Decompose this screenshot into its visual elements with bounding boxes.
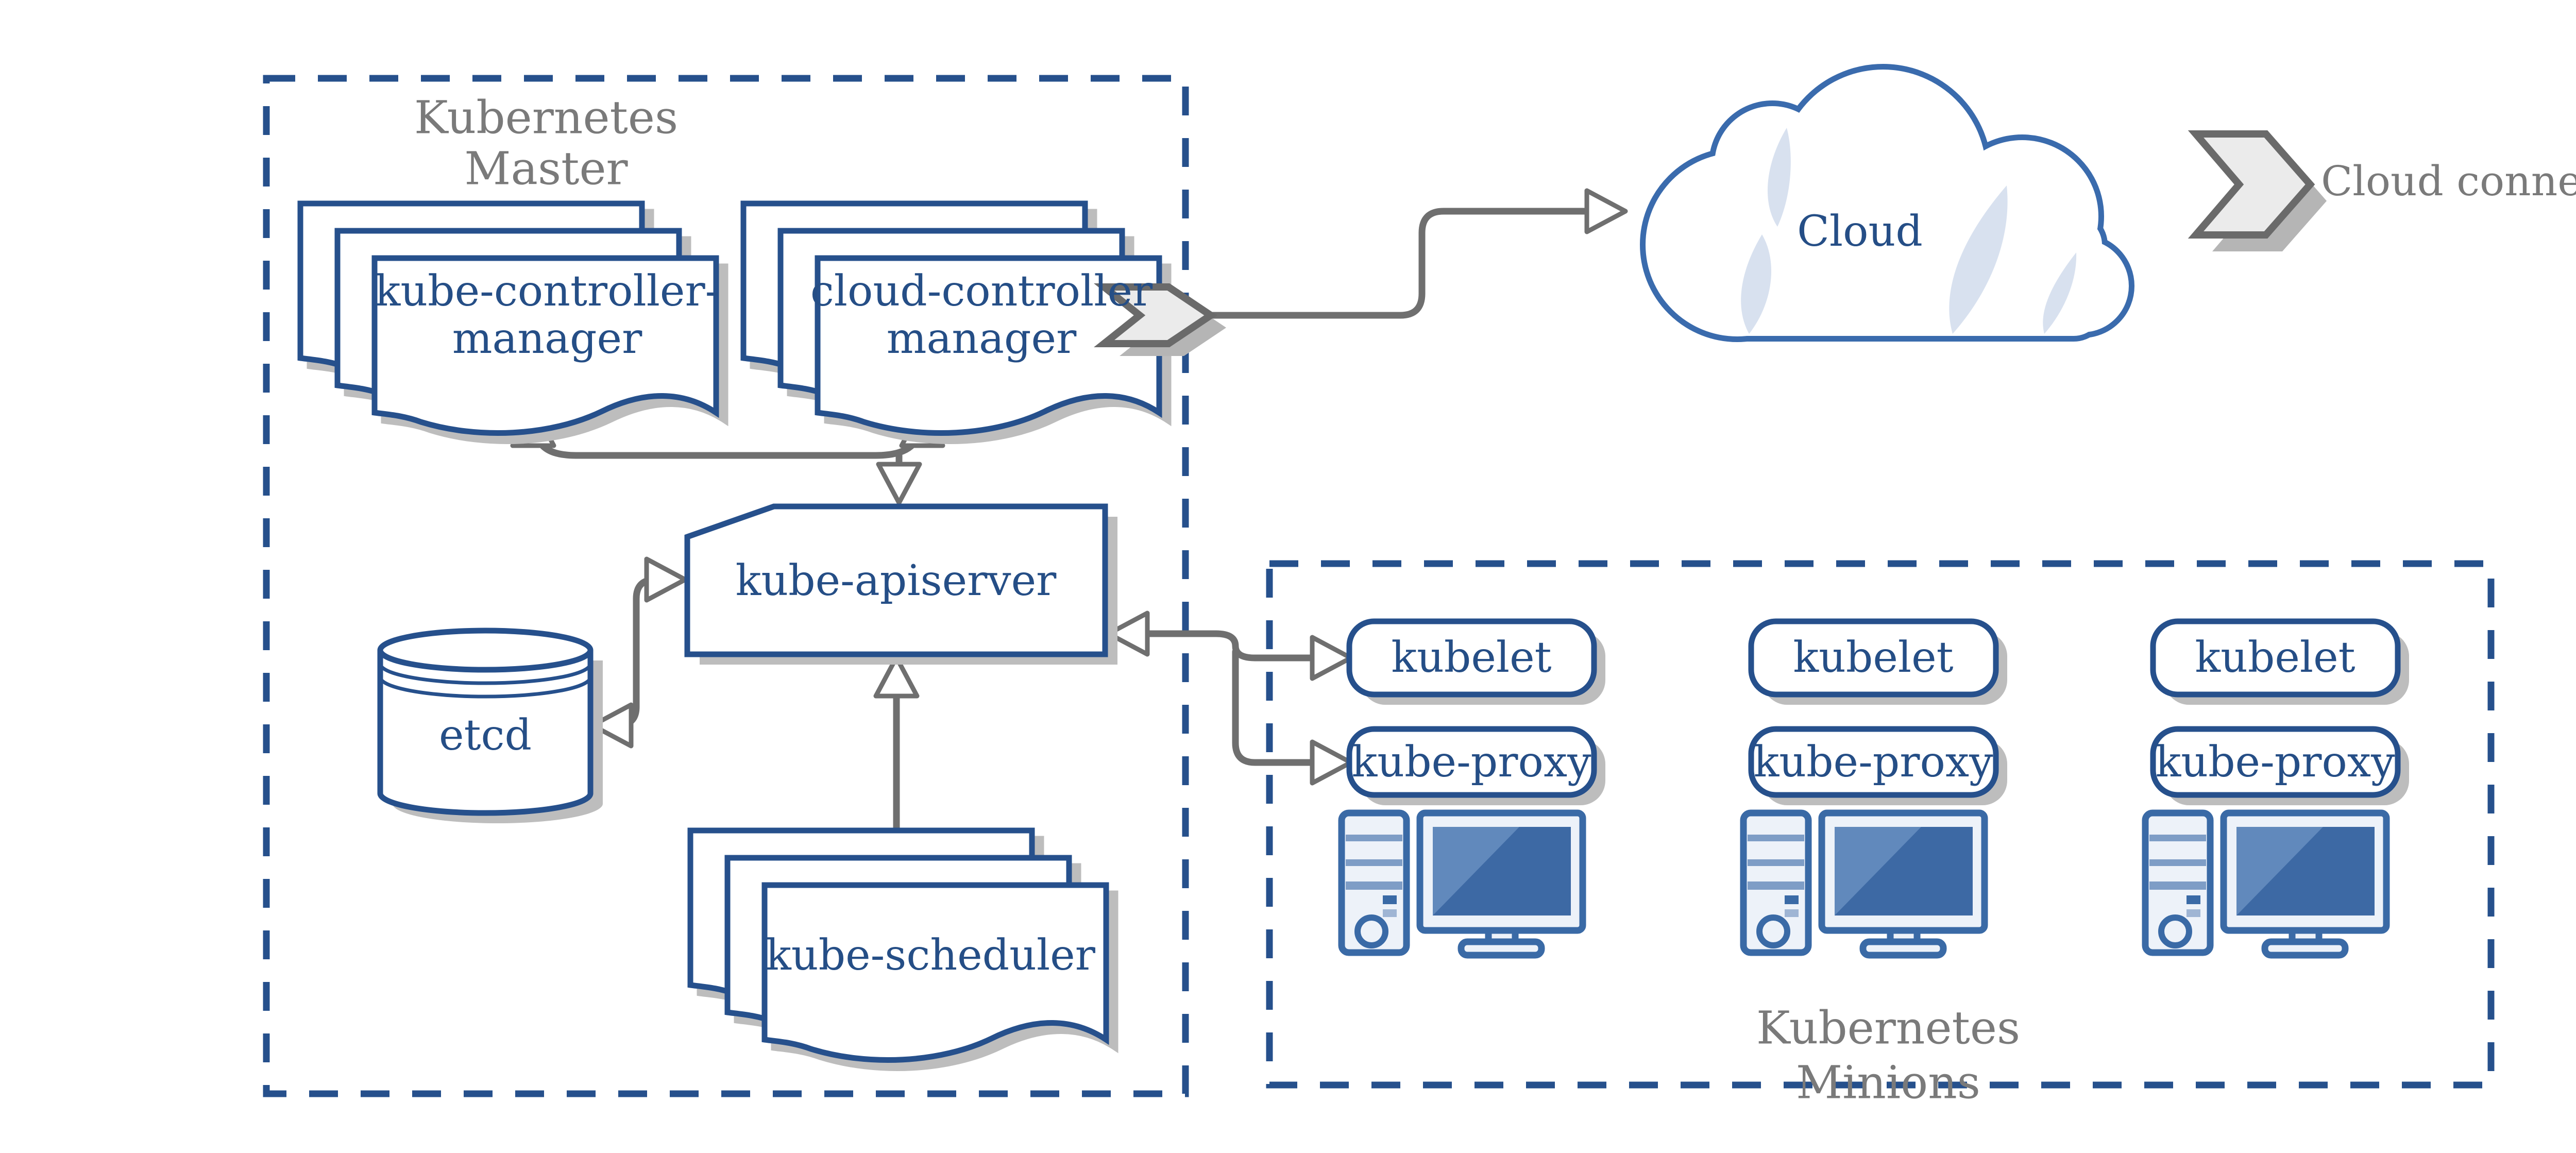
- kube-apiserver-shape: [684, 503, 1117, 665]
- cloud-controller-manager-label: cloud-controller manager: [810, 267, 1153, 363]
- kubelet-box-3: [2150, 618, 2409, 705]
- kubernetes-minions-title: Kubernetes Minions: [1756, 1001, 2020, 1109]
- cloud-label: Cloud: [1797, 207, 1923, 257]
- kube-proxy-box-2: [1748, 726, 2007, 805]
- kubernetes-master-title-line2: Master: [464, 142, 628, 195]
- kubelet-label-2: kubelet: [1793, 633, 1954, 683]
- node-computer-icon-2: [1743, 813, 1985, 955]
- arrow-apiserver-kubeproxy: [1232, 648, 1353, 786]
- cloud-icon: [1640, 64, 2134, 342]
- arrow-cloudcontroller-cloud: [1208, 188, 1628, 319]
- kube-proxy-box-1: [1346, 726, 1605, 805]
- kubelet-label-3: kubelet: [2195, 633, 2355, 683]
- kubernetes-minions-title-line2: Minions: [1796, 1056, 1980, 1109]
- kubernetes-master-boundary: [263, 75, 1189, 1097]
- kubelet-box-2: [1748, 618, 2007, 705]
- kube-proxy-label-2: kube-proxy: [1753, 738, 1993, 787]
- kubelet-label-1: kubelet: [1391, 633, 1552, 683]
- etcd-label: etcd: [439, 711, 532, 760]
- kubernetes-master-title-line1: Kubernetes: [414, 91, 679, 144]
- etcd-database-icon: [377, 628, 603, 823]
- kubelet-box-1: [1346, 618, 1605, 705]
- kube-proxy-label-1: kube-proxy: [1351, 738, 1591, 787]
- node-computer-icon-3: [2145, 813, 2386, 955]
- kube-apiserver-label: kube-apiserver: [735, 556, 1057, 606]
- kubernetes-master-title: Kubernetes Master: [414, 92, 678, 194]
- kube-controller-manager-label: kube-controller- manager: [375, 267, 720, 363]
- kubernetes-minions-title-line1: Kubernetes: [1756, 1001, 2021, 1055]
- arrow-apiserver-kubelet: [1106, 611, 1353, 681]
- node-computer-icon-1: [1342, 813, 1583, 955]
- kube-proxy-label-3: kube-proxy: [2155, 738, 2395, 787]
- legend-cloud-connector-icon: [2188, 130, 2327, 251]
- legend-cloud-connector-label: Cloud connector: [2321, 157, 2576, 206]
- kube-proxy-box-3: [2150, 726, 2409, 805]
- arrow-apiserver-etcd: [590, 556, 688, 749]
- kube-scheduler-label: kube-scheduler: [766, 931, 1095, 980]
